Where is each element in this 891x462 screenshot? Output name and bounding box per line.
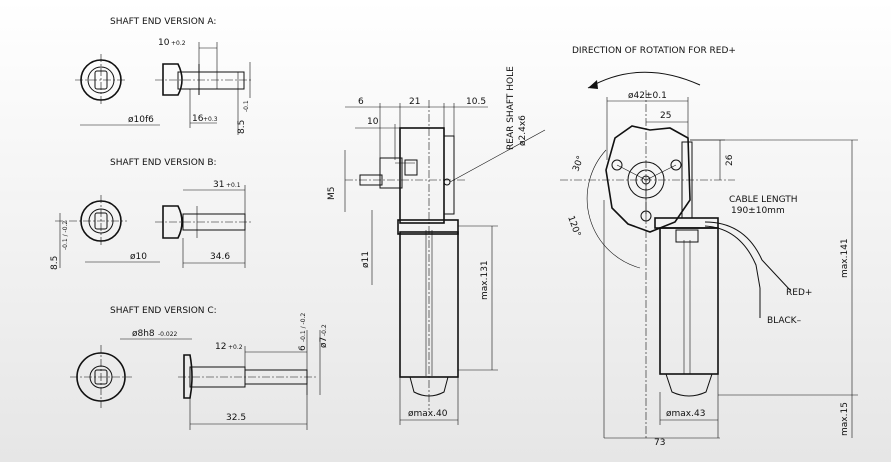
dim-a-flat: 8.5 (237, 120, 247, 134)
dim-c-d7: ø7 (319, 337, 329, 348)
side-view-a: 10 +0.2 16 +0.3 ø10f6 8.5 -0.1 (80, 38, 252, 135)
dim-side-d11: ø11 (361, 251, 371, 268)
svg-text:-0.022: -0.022 (158, 331, 178, 338)
dim-side-m5: M5 (327, 187, 337, 201)
dim-a-dia: ø10f6 (128, 115, 154, 125)
end-view-a (75, 54, 127, 106)
view-shaft-a: SHAFT END VERSION A: 10 +0.2 16 +0.3 (75, 17, 252, 135)
label-cable-length: CABLE LENGTH (729, 195, 798, 205)
dim-front-max141: max.141 (840, 238, 850, 278)
dim-front-max43: ømax.43 (666, 409, 705, 419)
dim-b-dia: ø10 (130, 252, 147, 262)
end-view-b: 8.5 -0.1 / -0.2 (50, 195, 127, 270)
motor-side-view: 6 21 10.5 10 M5 ø11 max.131 ømax.40 REAR… (327, 66, 546, 425)
label-rear-shaft-hole-dia: ø2.4x6 (518, 115, 528, 146)
dim-side-21: 21 (409, 97, 420, 107)
side-view-b: 31 +0.1 ø10 34.6 (85, 180, 252, 268)
end-view-c (70, 345, 132, 408)
label-red-wire: RED+ (786, 288, 812, 298)
dim-c-d6: 6 (298, 345, 308, 351)
dim-side-10-5: 10.5 (466, 97, 486, 107)
svg-text:+0.3: +0.3 (203, 116, 218, 123)
label-black-wire: BLACK– (767, 316, 802, 326)
svg-text:+0.2: +0.2 (171, 40, 186, 47)
motor-front-view: DIRECTION OF ROTATION FOR RED+ 30° 120° … (560, 46, 858, 448)
dim-front-d42: ø42±0.1 (628, 91, 667, 101)
svg-text:+0.2: +0.2 (228, 344, 243, 351)
svg-text:-0.2: -0.2 (321, 324, 328, 336)
dim-side-max131: max.131 (480, 260, 490, 300)
label-cable-length-value: 190±10mm (731, 206, 785, 216)
svg-text:-0.1 / -0.2: -0.1 / -0.2 (62, 221, 69, 250)
title-shaft-c: SHAFT END VERSION C: (110, 306, 217, 316)
dim-c-len: 32.5 (226, 413, 246, 423)
dim-b-flat: 8.5 (50, 256, 60, 270)
side-view-c: ø8h8 -0.022 12 +0.2 6 -0.1 / -0.2 ø7 -0.… (120, 313, 329, 430)
dim-front-25: 25 (660, 111, 671, 121)
dim-a-len: 16 (192, 114, 204, 124)
label-rotation: DIRECTION OF ROTATION FOR RED+ (572, 46, 736, 56)
svg-text:-0.1 / -0.2: -0.1 / -0.2 (300, 313, 307, 342)
dim-front-73: 73 (654, 438, 665, 448)
dim-front-26: 26 (725, 154, 735, 166)
title-shaft-a: SHAFT END VERSION A: (110, 17, 216, 27)
title-shaft-b: SHAFT END VERSION B: (110, 158, 217, 168)
dim-c-dia: ø8h8 (132, 329, 155, 339)
svg-text:+0.1: +0.1 (226, 182, 241, 189)
dim-side-10: 10 (367, 117, 379, 127)
view-shaft-c: SHAFT END VERSION C: ø8h8 -0.022 12 +0.2… (70, 306, 329, 430)
dim-b-len: 34.6 (210, 252, 230, 262)
dim-a-top: 10 (158, 38, 170, 48)
view-shaft-b: SHAFT END VERSION B: 8.5 -0.1 / -0.2 31 … (50, 158, 252, 270)
dim-side-6: 6 (358, 97, 364, 107)
dim-b-top: 31 (213, 180, 224, 190)
dim-side-max40: ømax.40 (408, 409, 448, 419)
dim-c-step: 12 (215, 342, 226, 352)
dim-front-max15: max.15 (840, 402, 850, 436)
svg-text:-0.1: -0.1 (243, 100, 250, 112)
label-rear-shaft-hole: REAR SHAFT HOLE (506, 66, 516, 150)
